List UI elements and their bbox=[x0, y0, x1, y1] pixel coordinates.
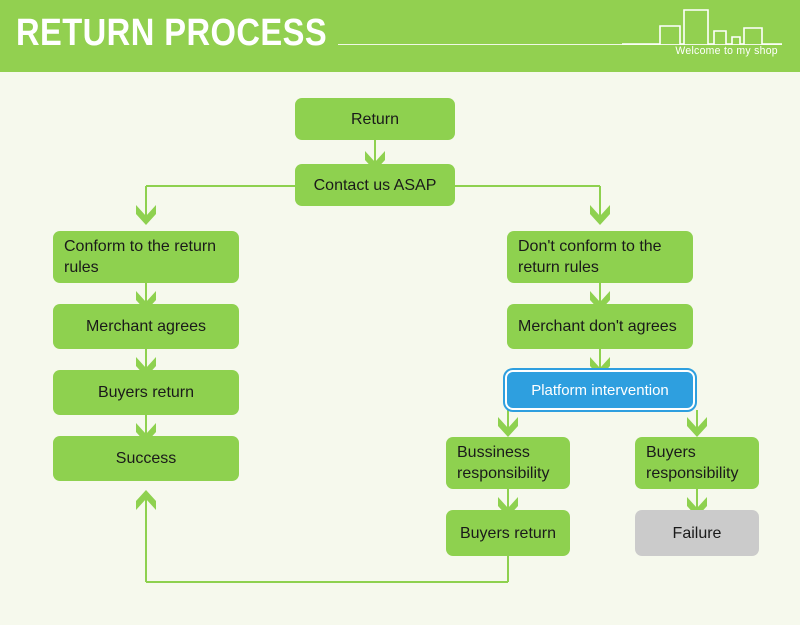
node-platform-intervention[interactable]: Platform intervention bbox=[503, 368, 697, 412]
header-subtitle: Welcome to my shop bbox=[675, 45, 778, 57]
arrowhead-platform-to-buyers-resp bbox=[687, 417, 707, 437]
node-contact-us-asap[interactable]: Contact us ASAP bbox=[295, 164, 455, 206]
node-buyers-return-left[interactable]: Buyers return bbox=[53, 370, 239, 415]
node-label: Contact us ASAP bbox=[313, 176, 437, 194]
arrowhead-platform-to-business-resp bbox=[498, 417, 518, 437]
node-label: Buyers responsibility bbox=[646, 444, 739, 482]
node-conform-to-return-rules[interactable]: Conform to the return rules bbox=[53, 231, 239, 283]
page-header: RETURN PROCESS Welcome to my shop bbox=[0, 0, 800, 72]
node-not-conform-to-return-rules[interactable]: Don't conform to the return rules bbox=[507, 231, 693, 283]
node-label: Buyers return bbox=[459, 524, 557, 542]
node-buyers-return-right[interactable]: Buyers return bbox=[446, 510, 570, 556]
node-merchant-dont-agrees[interactable]: Merchant don't agrees bbox=[507, 304, 693, 349]
node-label: Buyers return bbox=[97, 384, 195, 401]
node-label: Success bbox=[115, 450, 177, 467]
arrowhead-contact-to-not-conform bbox=[590, 205, 610, 225]
node-label: Platform intervention bbox=[531, 381, 669, 399]
node-label: Bussiness responsibility bbox=[457, 444, 550, 482]
node-label: Merchant agrees bbox=[85, 318, 207, 335]
node-return[interactable]: Return bbox=[295, 98, 455, 140]
node-success[interactable]: Success bbox=[53, 436, 239, 481]
city-skyline-icon bbox=[622, 9, 782, 45]
page-title: RETURN PROCESS bbox=[16, 12, 328, 54]
node-merchant-agrees[interactable]: Merchant agrees bbox=[53, 304, 239, 349]
header-divider bbox=[338, 44, 782, 45]
arrowhead-loop-to-success bbox=[136, 490, 156, 510]
node-label: Failure bbox=[672, 524, 722, 542]
node-label: Merchant don't agrees bbox=[518, 318, 677, 335]
node-label: Conform to the return rules bbox=[64, 238, 217, 276]
node-bussiness-responsibility[interactable]: Bussiness responsibility bbox=[446, 437, 570, 489]
node-buyers-responsibility[interactable]: Buyers responsibility bbox=[635, 437, 759, 489]
arrowhead-contact-to-conform bbox=[136, 205, 156, 225]
node-failure[interactable]: Failure bbox=[635, 510, 759, 556]
node-label: Return bbox=[350, 110, 400, 128]
flowchart-canvas: Return Contact us ASAP Conform to the re… bbox=[0, 72, 800, 625]
node-label: Don't conform to the return rules bbox=[518, 238, 662, 276]
